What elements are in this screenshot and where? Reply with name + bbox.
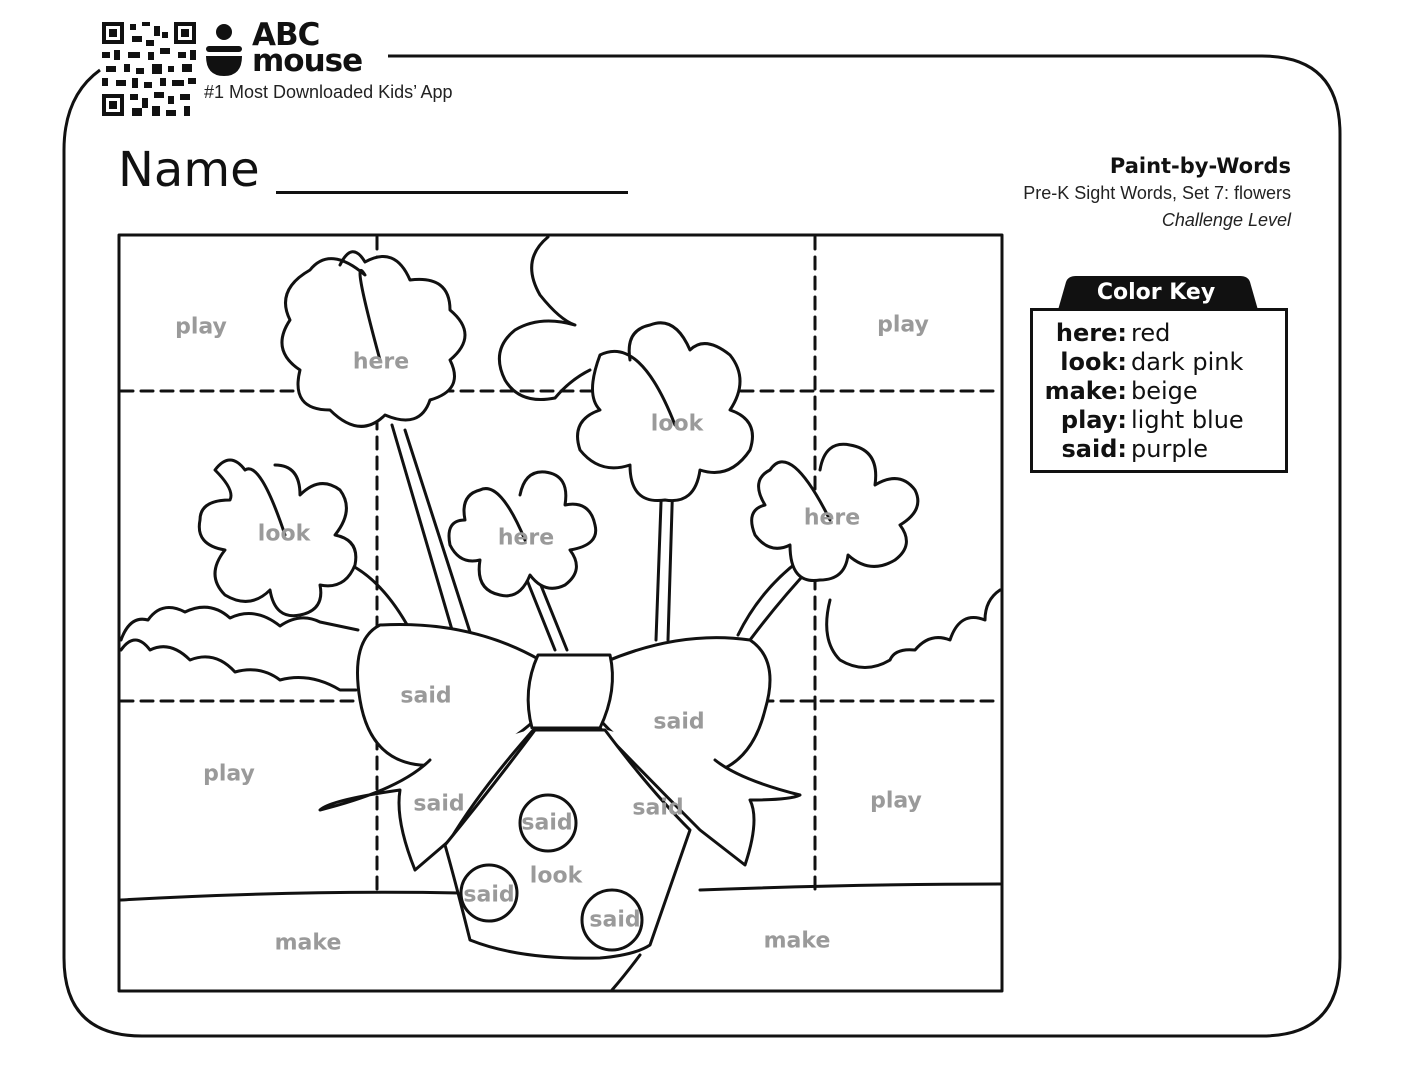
flower-center — [447, 470, 598, 598]
key-color: beige — [1131, 377, 1198, 405]
color-key-row: said: purple — [1033, 435, 1291, 464]
worksheet-title: Paint-by-Words — [1109, 154, 1291, 178]
area-word: said — [632, 795, 684, 821]
name-write-line[interactable] — [276, 191, 628, 194]
key-color: light blue — [1131, 406, 1244, 434]
flower-right — [750, 442, 920, 583]
bow — [318, 622, 802, 872]
abcmouse-logo-icon — [206, 24, 242, 76]
area-word: look — [650, 411, 704, 437]
key-color: red — [1131, 319, 1171, 347]
brand-tagline: #1 Most Downloaded Kids’ App — [204, 82, 453, 102]
area-word: said — [400, 683, 452, 709]
flower-pot — [443, 728, 692, 992]
flower-top-left — [280, 250, 467, 428]
bush-left — [119, 605, 360, 642]
color-key-tab — [1058, 276, 1258, 310]
area-word: make — [274, 930, 342, 956]
area-word: here — [352, 349, 410, 375]
qr-code-icon — [102, 22, 196, 116]
flower-left — [197, 458, 358, 618]
key-word: here: — [1055, 319, 1127, 347]
area-word: said — [653, 709, 705, 735]
worksheet-title-block: Paint-by-Words Pre-K Sight Words, Set 7:… — [1023, 152, 1291, 233]
color-key-row: look: dark pink — [1033, 348, 1291, 377]
key-word: play: — [1060, 406, 1127, 434]
area-word: look — [257, 521, 311, 547]
area-word: here — [803, 505, 861, 531]
area-word: make — [763, 928, 831, 954]
worksheet-subtitle: Pre-K Sight Words, Set 7: flowers — [1023, 183, 1291, 203]
logo-text-mouse: mouse — [252, 43, 363, 79]
key-word: make: — [1044, 377, 1127, 405]
flower-top-right — [576, 321, 754, 503]
area-word: said — [463, 882, 515, 908]
area-word: here — [497, 525, 555, 551]
bush-left-bottom — [119, 638, 358, 692]
color-key-title: Color Key — [1096, 280, 1216, 305]
bush-right — [825, 588, 1002, 669]
key-word: look: — [1060, 348, 1127, 376]
name-label: Name — [118, 142, 260, 198]
area-word: play — [870, 788, 922, 814]
area-word: said — [521, 810, 573, 836]
color-key-row: play: light blue — [1033, 406, 1291, 435]
bush-top — [497, 235, 592, 401]
color-key-row: make: beige — [1033, 377, 1291, 406]
area-word: play — [203, 761, 255, 787]
area-word: play — [175, 314, 227, 340]
area-word: play — [877, 312, 929, 338]
color-key-row: here: red — [1033, 319, 1291, 348]
color-key-box: here: red look: dark pink make: beige pl… — [1030, 308, 1288, 473]
key-color: purple — [1131, 435, 1208, 463]
area-word: said — [413, 791, 465, 817]
key-color: dark pink — [1131, 348, 1244, 376]
key-word: said: — [1061, 435, 1127, 463]
logo-text-abc: ABC — [252, 17, 320, 53]
worksheet-level: Challenge Level — [1161, 210, 1291, 230]
area-word: said — [589, 907, 641, 933]
area-word: look — [529, 863, 583, 889]
ground-line — [119, 882, 1002, 902]
